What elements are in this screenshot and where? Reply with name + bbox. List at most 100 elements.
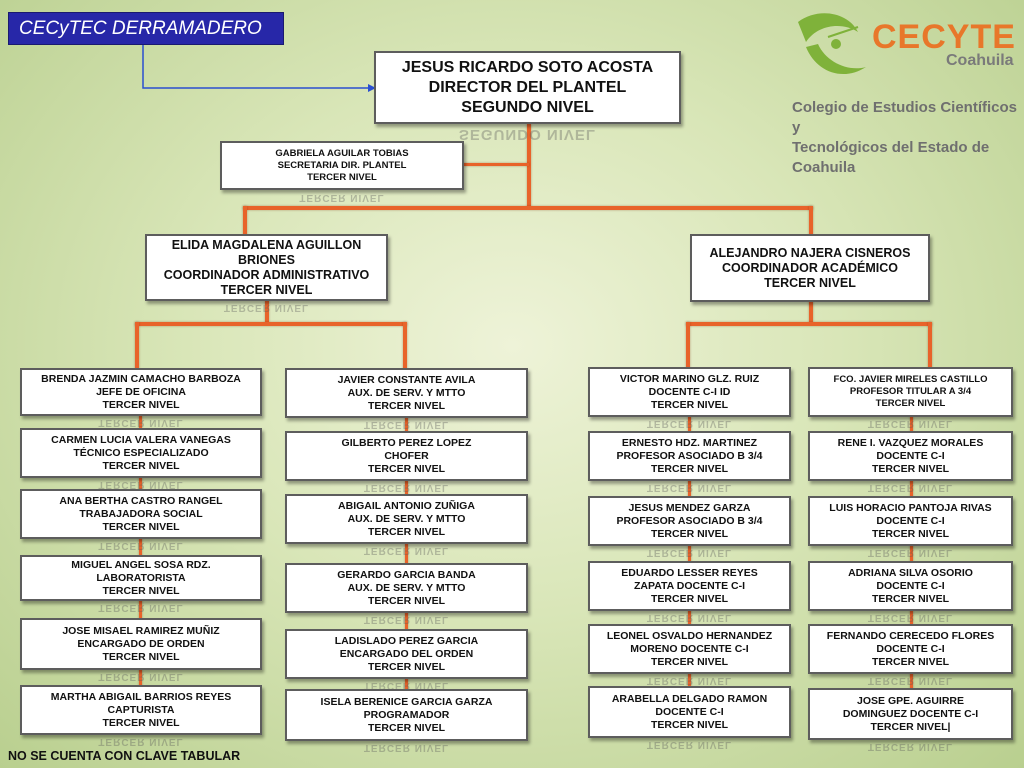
staff-role: TÉCNICO ESPECIALIZADO: [73, 446, 209, 459]
staff-role: DOCENTE C-I: [876, 449, 945, 462]
staff-role: PROFESOR ASOCIADO B 3/4: [616, 449, 763, 462]
admin-coordinator-reflection: TERCER NIVEL: [223, 302, 310, 313]
staff-role: AUX. DE SERV. Y MTTO: [347, 386, 466, 399]
staff-level: TERCER NIVEL: [102, 398, 180, 411]
staff-role: JEFE DE OFICINA: [96, 385, 186, 398]
connector: [688, 415, 691, 690]
staff-level: TERCER NIVEL: [367, 399, 445, 412]
logo-brand: CECYTE: [872, 18, 1016, 56]
staff-name: VICTOR MARINO GLZ. RUIZ: [619, 372, 760, 385]
staff-role: DOCENTE C-I ID: [648, 385, 731, 398]
connector: [686, 322, 932, 326]
staff-level: TERCER NIVEL: [367, 525, 445, 538]
admin-coordinator-box: ELIDA MAGDALENA AGUILLON BRIONES COORDIN…: [145, 234, 388, 301]
secretary-level: TERCER NIVEL: [307, 171, 377, 183]
staff-reflection: TERCER NIVEL: [363, 545, 450, 556]
staff-role: DOCENTE C-I: [876, 642, 945, 655]
staff-name: ABIGAIL ANTONIO ZUÑIGA: [338, 499, 475, 512]
logo-college-name: Colegio de Estudios Científicos y Tecnol…: [792, 98, 1020, 178]
connector: [403, 322, 407, 370]
staff-name: ERNESTO HDZ. MARTINEZ: [621, 436, 758, 449]
staff-role: ZAPATA DOCENTE C-I: [633, 579, 746, 592]
staff-reflection: TERCER NIVEL: [363, 614, 450, 625]
staff-role: LABORATORISTA: [96, 571, 186, 584]
staff-name: JESUS MENDEZ GARZA: [628, 501, 751, 514]
staff-reflection: TERCER NIVEL: [867, 482, 954, 493]
admin-coordinator-level: TERCER NIVEL: [220, 282, 313, 297]
staff-name: ISELA BERENICE GARCIA GARZA: [320, 695, 493, 708]
staff-name: JOSE GPE. AGUIRRE: [857, 694, 964, 707]
secretary-name: GABRIELA AGUILAR TOBIAS: [275, 147, 409, 159]
academic-coordinator-box: ALEJANDRO NAJERA CISNEROS COORDINADOR AC…: [690, 234, 930, 302]
staff-level: TERCER NIVEL: [367, 594, 445, 607]
staff-role: CHOFER: [384, 449, 429, 462]
bottom-note: NO SE CUENTA CON CLAVE TABULAR: [8, 749, 241, 763]
connector: [243, 206, 813, 210]
connector: [265, 300, 269, 324]
logo-state: Coahuila: [946, 52, 1014, 69]
director-name: JESUS RICARDO SOTO ACOSTA: [401, 58, 654, 76]
chart-title-text: CECyTEC DERRAMADERO: [19, 17, 262, 39]
admin-coordinator-name1: ELIDA MAGDALENA AGUILLON: [171, 237, 362, 252]
staff-role: AUX. DE SERV. Y MTTO: [347, 512, 466, 525]
staff-reflection: TERCER NIVEL: [867, 675, 954, 686]
admin-coordinator-name2: BRIONES: [238, 252, 295, 267]
staff-name: RENE I. VAZQUEZ MORALES: [837, 436, 984, 449]
staff-level: TERCER NIVEL: [102, 584, 180, 597]
staff-name: MARTHA ABIGAIL BARRIOS REYES: [50, 690, 232, 703]
staff-level: TERCER NIVEL: [650, 655, 728, 668]
staff-role: DOMINGUEZ DOCENTE C-I: [842, 707, 979, 720]
staff-role: ENCARGADO DE ORDEN: [77, 637, 205, 650]
staff-level: TERCER NIVEL: [102, 650, 180, 663]
staff-name: GILBERTO PEREZ LOPEZ: [341, 436, 472, 449]
staff-role: MORENO DOCENTE C-I: [630, 642, 749, 655]
connector: [135, 322, 407, 326]
academic-coordinator-name: ALEJANDRO NAJERA CISNEROS: [709, 245, 911, 260]
secretary-reflection: TERCER NIVEL: [299, 192, 385, 203]
connector: [135, 322, 139, 370]
admin-coordinator-title: COORDINADOR ADMINISTRATIVO: [163, 267, 370, 282]
staff-name: ADRIANA SILVA OSORIO: [848, 566, 973, 579]
cecyte-logo: CECYTE Coahuila Colegio de Estudios Cien…: [786, 0, 1020, 176]
staff-reflection: TERCER NIVEL: [646, 612, 733, 623]
staff-reflection: TERCER NIVEL: [98, 417, 184, 428]
staff-name: LEONEL OSVALDO HERNANDEZ: [606, 629, 773, 642]
staff-role: ENCARGADO DEL ORDEN: [339, 647, 474, 660]
academic-coordinator-title: COORDINADOR ACADÉMICO: [722, 260, 898, 275]
connector: [243, 206, 247, 236]
staff-name: BRENDA JAZMIN CAMACHO BARBOZA: [41, 372, 241, 385]
staff-level: TERCER NIVEL: [871, 592, 949, 605]
staff-level: TERCER NIVEL: [102, 459, 180, 472]
staff-level: TERCER NIVEL: [650, 527, 728, 540]
staff-name: CARMEN LUCIA VALERA VANEGAS: [51, 433, 231, 446]
director-title: DIRECTOR DEL PLANTEL: [428, 78, 627, 96]
staff-level: TERCER NIVEL: [102, 520, 180, 533]
staff-name: LUIS HORACIO PANTOJA RIVAS: [829, 501, 992, 514]
staff-reflection: TERCER NIVEL: [646, 547, 733, 558]
staff-name: ANA BERTHA CASTRO RANGEL: [59, 494, 223, 507]
staff-level: TERCER NIVEL: [650, 718, 728, 731]
college-line-2: Tecnológicos del Estado de Coahuila: [792, 139, 990, 176]
staff-reflection: TERCER NIVEL: [646, 675, 733, 686]
staff-role: DOCENTE C-I: [876, 579, 945, 592]
staff-level: TERCER NIVEL: [367, 462, 445, 475]
staff-name: JAVIER CONSTANTE AVILA: [337, 373, 476, 386]
staff-role: CAPTURISTA: [107, 703, 175, 716]
